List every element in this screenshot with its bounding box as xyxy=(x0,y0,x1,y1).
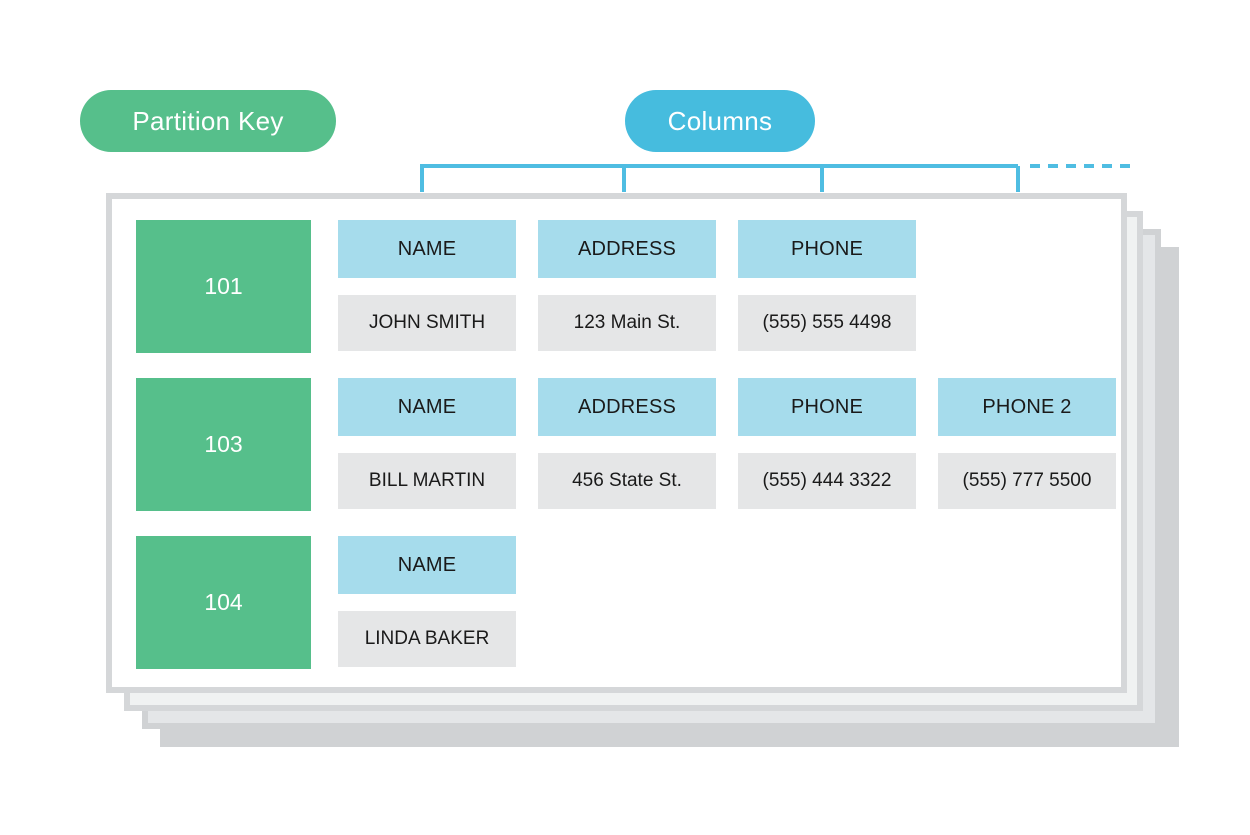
column-value: BILL MARTIN xyxy=(338,453,516,509)
column-header: PHONE xyxy=(738,220,916,278)
legend-pill-partition-key-label: Partition Key xyxy=(132,105,284,136)
table-row: 104 NAME LINDA BAKER xyxy=(136,536,516,669)
column-value: (555) 555 4498 xyxy=(738,295,916,351)
column-header: NAME xyxy=(338,536,516,594)
column-cell: PHONE 2 (555) 777 5500 xyxy=(938,378,1116,509)
column-header: PHONE 2 xyxy=(938,378,1116,436)
column-cell: NAME JOHN SMITH xyxy=(338,220,516,351)
column-header: ADDRESS xyxy=(538,378,716,436)
column-value: 123 Main St. xyxy=(538,295,716,351)
legend-pill-columns-label: Columns xyxy=(667,105,773,136)
column-value: (555) 444 3322 xyxy=(738,453,916,509)
row-columns: NAME BILL MARTIN ADDRESS 456 State St. P… xyxy=(338,378,1116,509)
column-header: NAME xyxy=(338,378,516,436)
column-header: PHONE xyxy=(738,378,916,436)
table-row: 103 NAME BILL MARTIN ADDRESS 456 State S… xyxy=(136,378,1116,511)
row-columns: NAME JOHN SMITH ADDRESS 123 Main St. PHO… xyxy=(338,220,916,351)
partition-key-cell: 103 xyxy=(136,378,311,511)
column-cell: NAME BILL MARTIN xyxy=(338,378,516,509)
row-columns: NAME LINDA BAKER xyxy=(338,536,516,667)
table-rows: 101 NAME JOHN SMITH ADDRESS 123 Main St.… xyxy=(112,199,1121,687)
column-header: ADDRESS xyxy=(538,220,716,278)
partition-key-value: 103 xyxy=(204,431,243,457)
column-cell: NAME LINDA BAKER xyxy=(338,536,516,667)
partition-key-cell: 104 xyxy=(136,536,311,669)
partition-key-value: 101 xyxy=(204,273,243,299)
columns-bracket xyxy=(420,164,1130,192)
legend-pill-partition-key: Partition Key xyxy=(80,90,336,152)
wide-row-table-card: 101 NAME JOHN SMITH ADDRESS 123 Main St.… xyxy=(106,193,1127,693)
column-value: JOHN SMITH xyxy=(338,295,516,351)
legend-pill-columns: Columns xyxy=(625,90,815,152)
column-cell: PHONE (555) 555 4498 xyxy=(738,220,916,351)
column-value: (555) 777 5500 xyxy=(938,453,1116,509)
column-cell: PHONE (555) 444 3322 xyxy=(738,378,916,509)
column-header: NAME xyxy=(338,220,516,278)
table-row: 101 NAME JOHN SMITH ADDRESS 123 Main St.… xyxy=(136,220,916,353)
column-value: LINDA BAKER xyxy=(338,611,516,667)
column-cell: ADDRESS 123 Main St. xyxy=(538,220,716,351)
partition-key-value: 104 xyxy=(204,589,243,615)
partition-key-cell: 101 xyxy=(136,220,311,353)
column-cell: ADDRESS 456 State St. xyxy=(538,378,716,509)
column-value: 456 State St. xyxy=(538,453,716,509)
